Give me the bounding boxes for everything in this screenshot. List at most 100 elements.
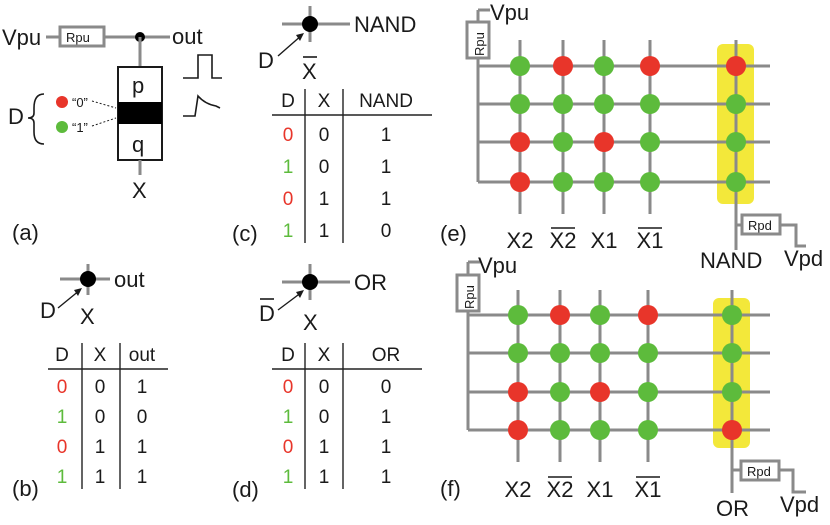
node-out-label: out: [114, 267, 145, 292]
crosspoint-green: [594, 94, 614, 114]
table-cell: 0: [283, 437, 294, 458]
rpd-label: Rpd: [748, 218, 772, 233]
crosspoint-green: [510, 56, 530, 76]
crosspoint-green: [640, 172, 660, 192]
crosspoint-green: [590, 420, 610, 440]
crosspoint-green: [640, 132, 660, 152]
table-cell: 1: [381, 437, 392, 458]
crosspoint-red: [510, 172, 530, 192]
brace: [27, 93, 45, 145]
level-1-label: “1”: [72, 120, 88, 135]
column-label: X1: [637, 228, 664, 253]
vpu-label: Vpu: [478, 253, 517, 278]
table-cell: 0: [381, 377, 392, 398]
square-pulse-icon: [183, 54, 222, 79]
q-label: q: [132, 132, 144, 157]
table-cell: 1: [381, 189, 392, 210]
table-cell: 0: [57, 377, 68, 398]
panel-b-tag: (b): [12, 476, 39, 501]
table-header: D: [281, 345, 295, 366]
rpu-label: Rpu: [472, 32, 487, 56]
crosspoint-red: [638, 305, 658, 325]
table-header: OR: [372, 345, 401, 366]
node-dot: [302, 274, 318, 290]
table-cell: 1: [381, 157, 392, 178]
crosspoint-green: [638, 382, 658, 402]
crosspoint-green: [553, 132, 573, 152]
table-cell: 0: [57, 437, 68, 458]
p-label: p: [132, 73, 144, 98]
crosspoint-red: [722, 420, 742, 440]
vpu-label: Vpu: [490, 0, 529, 25]
crosspoint-green: [726, 132, 746, 152]
node-d-label: D: [40, 298, 56, 323]
decay-pulse-icon: [183, 94, 221, 117]
table-header: X: [318, 345, 331, 366]
panel-d-tag: (d): [232, 477, 259, 502]
crosspoint-red: [550, 305, 570, 325]
table-cell: 0: [319, 407, 330, 428]
table-cell: 1: [319, 221, 330, 242]
table-cell: 0: [95, 407, 106, 428]
x-label: X: [132, 178, 147, 203]
table-cell: 1: [283, 467, 294, 488]
table-header: D: [55, 345, 69, 366]
crosspoint-red: [508, 420, 528, 440]
red-dot: [56, 96, 68, 108]
table-cell: 0: [381, 221, 392, 242]
node-x-label: X: [303, 310, 318, 335]
node-x-label: X: [80, 304, 95, 329]
panel-c-tag: (c): [232, 221, 258, 246]
table-cell: 0: [319, 157, 330, 178]
vpu-label: Vpu: [2, 25, 41, 50]
crosspoint-green: [508, 305, 528, 325]
pull-up-resistor: [455, 273, 481, 313]
crosspoint-green: [594, 56, 614, 76]
table-header: out: [129, 345, 156, 366]
column-label: X2: [505, 477, 532, 502]
d-label: D: [8, 104, 24, 129]
table-cell: 0: [319, 125, 330, 146]
column-label: X2: [547, 477, 574, 502]
table-cell: 1: [57, 467, 68, 488]
table-cell: 1: [381, 125, 392, 146]
node-dot: [80, 271, 96, 287]
output-label: OR: [716, 496, 749, 521]
table-cell: 1: [137, 467, 148, 488]
node-d-bar-label: D: [259, 301, 275, 326]
crosspoint-red: [590, 382, 610, 402]
node-d-label: D: [258, 48, 274, 73]
panel-f-tag: (f): [440, 476, 461, 501]
crosspoint-red: [510, 132, 530, 152]
vpd-label: Vpd: [780, 492, 819, 517]
node-dot: [302, 16, 318, 32]
table-cell: 1: [95, 467, 106, 488]
table-cell: 0: [283, 377, 294, 398]
table-cell: 1: [57, 407, 68, 428]
crosspoint-green: [640, 94, 660, 114]
table-cell: 1: [95, 437, 106, 458]
crosspoint-green: [722, 305, 742, 325]
table-cell: 1: [319, 437, 330, 458]
crosspoint-green: [550, 420, 570, 440]
table-cell: 1: [137, 377, 148, 398]
table-cell: 0: [319, 377, 330, 398]
crosspoint-green: [638, 343, 658, 363]
crosspoint-green: [726, 94, 746, 114]
crosspoint-green: [553, 172, 573, 192]
crosspoint-green: [722, 343, 742, 363]
switch-gate: [118, 102, 162, 124]
crosspoint-green: [722, 382, 742, 402]
green-dot: [56, 121, 68, 133]
crosspoint-red: [594, 132, 614, 152]
crosspoint-red: [508, 382, 528, 402]
table-cell: 1: [381, 407, 392, 428]
vpd-label: Vpd: [784, 246, 823, 271]
